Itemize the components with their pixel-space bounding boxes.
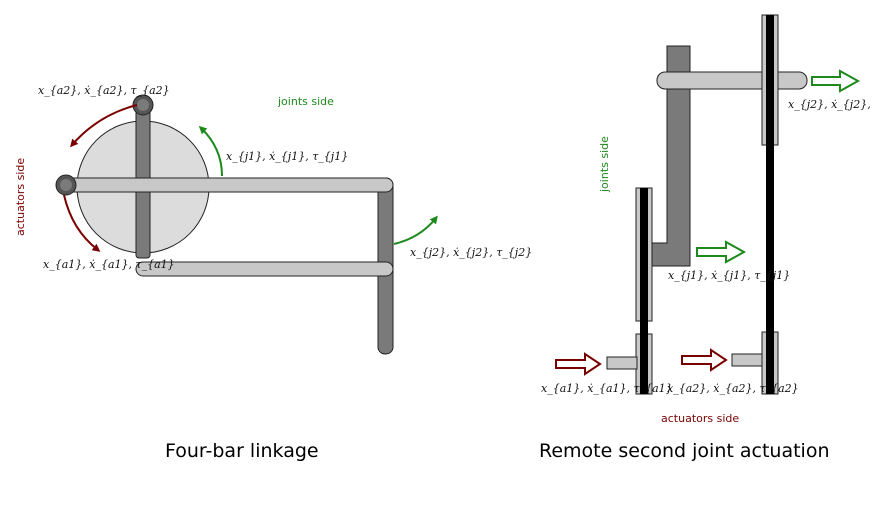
arrow-j2-linear	[811, 69, 861, 93]
four-bar-linkage: x_{a2}, ẋ_{a2}, τ_{a2} x_{a1}, ẋ_{a1}, τ…	[14, 84, 532, 462]
label-j2-left: x_{j2}, ẋ_{j2}, τ_{j2}	[410, 246, 532, 259]
actuator1-shaft	[606, 356, 638, 370]
label-j1-left: x_{j1}, ẋ_{j1}, τ_{j1}	[226, 150, 348, 163]
arrow-j1-rotation	[198, 125, 223, 177]
label-a1-left: x_{a1}, ẋ_{a1}, τ_{a1}	[43, 258, 175, 271]
left-belt	[640, 188, 648, 394]
arrow-a1-rotation	[63, 194, 101, 252]
lower-link-horizontal	[135, 261, 394, 277]
label-j1-right: x_{j1}, ẋ_{j1}, τ_{j1}	[668, 269, 790, 282]
label-a2-right: x_{a2}, ẋ_{a2}, τ_{a2}	[667, 382, 799, 395]
label-j2-right: x_{j2}, ẋ_{j2}, τ_{j2}	[788, 98, 873, 111]
label-a1-right: x_{a1}, ẋ_{a1}, τ_{a1}	[541, 382, 673, 395]
actuator2-shaft	[731, 353, 763, 367]
caption-four-bar: Four-bar linkage	[165, 440, 319, 462]
arrow-a2-rotation	[70, 104, 138, 148]
arrow-a2-linear	[681, 348, 728, 372]
arrow-a1-linear	[555, 352, 602, 376]
joints-side-label-left: joints side	[277, 95, 334, 108]
actuators-side-label-right: actuators side	[661, 412, 739, 425]
arrow-j2-rotation	[393, 215, 438, 245]
label-a2-left: x_{a2}, ẋ_{a2}, τ_{a2}	[38, 84, 170, 97]
arrow-j1-linear	[696, 240, 747, 264]
pivot-a2-inner	[137, 99, 149, 111]
upper-link-horizontal	[59, 177, 394, 193]
remote-actuation: x_{j2}, ẋ_{j2}, τ_{j2} x_{j1}, ẋ_{j1}, τ…	[539, 14, 873, 462]
right-belt	[766, 15, 774, 394]
actuators-side-label-left: actuators side	[14, 158, 27, 236]
caption-remote-actuation: Remote second joint actuation	[539, 440, 829, 462]
joints-side-label-right: joints side	[598, 136, 611, 193]
pivot-a1-inner	[60, 179, 72, 191]
joint2-shaft	[656, 71, 808, 90]
